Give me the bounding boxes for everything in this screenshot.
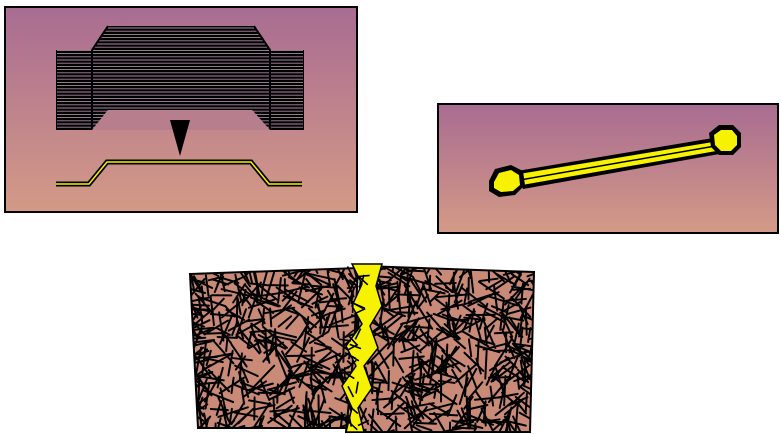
stacked-layers-panel (4, 6, 359, 213)
strip-panel (437, 103, 779, 234)
fracture-panel (186, 262, 541, 434)
strip-diagram (437, 103, 779, 234)
fracture-diagram (186, 262, 541, 434)
stacked-layers-diagram (4, 6, 359, 213)
